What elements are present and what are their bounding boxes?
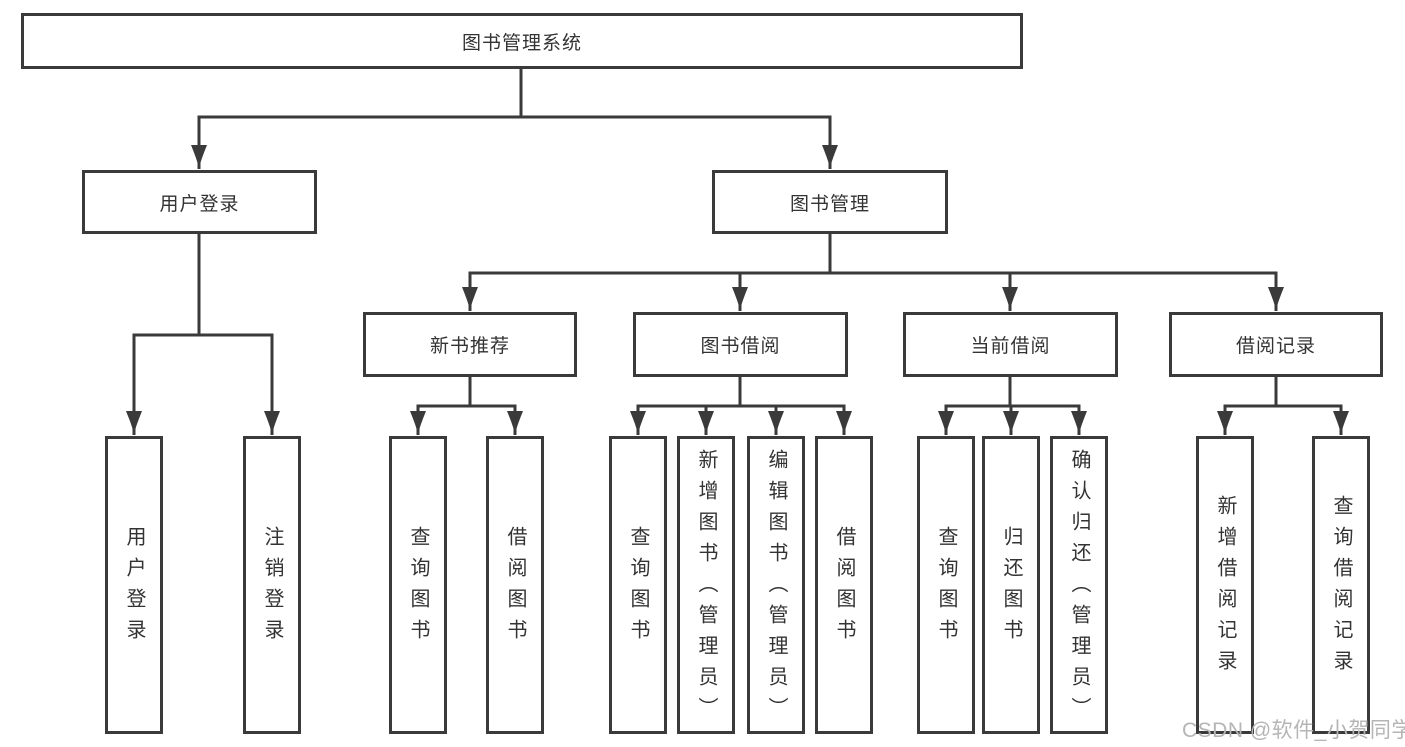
node-label: 图书借阅 bbox=[700, 336, 781, 357]
node-label: 图书管理 bbox=[789, 193, 870, 215]
node-user-login: 用户登录 bbox=[82, 170, 317, 234]
node-label: 当前借阅 bbox=[970, 336, 1051, 357]
connector-book-borrow bbox=[630, 377, 852, 435]
node-borrow-records: 借阅记录 bbox=[1169, 312, 1383, 377]
leaf-query-borrow-record: 查询借阅记录 bbox=[1312, 436, 1370, 734]
leaf-query-books-borrow: 查询图书 bbox=[609, 436, 667, 734]
leaf-logout: 注销登录 bbox=[243, 436, 301, 734]
node-label: 新书推荐 bbox=[429, 336, 510, 357]
node-label: 图书管理系统 bbox=[461, 32, 582, 54]
leaf-return-books: 归还图书 bbox=[982, 436, 1040, 734]
leaf-confirm-return-admin: 确认归还（管理员） bbox=[1050, 436, 1108, 734]
node-book-management: 图书管理 bbox=[712, 170, 948, 234]
node-new-book-recommend: 新书推荐 bbox=[363, 312, 577, 377]
connector-new-books bbox=[410, 377, 523, 435]
leaf-user-login: 用户登录 bbox=[105, 436, 163, 734]
node-current-borrow: 当前借阅 bbox=[903, 312, 1118, 377]
leaf-query-books-current: 查询图书 bbox=[917, 436, 975, 734]
connector-user-login bbox=[126, 234, 280, 435]
node-system-root: 图书管理系统 bbox=[21, 13, 1023, 69]
leaf-borrow-books-recommend: 借阅图书 bbox=[486, 436, 544, 734]
leaf-borrow-books: 借阅图书 bbox=[815, 436, 873, 734]
node-book-borrow: 图书借阅 bbox=[633, 312, 848, 377]
node-label: 用户登录 bbox=[159, 193, 240, 215]
leaf-add-books-admin: 新增图书（管理员） bbox=[677, 436, 735, 734]
connector-root bbox=[191, 69, 838, 169]
connector-current-borrow bbox=[938, 377, 1087, 435]
connector-borrow-records bbox=[1217, 377, 1349, 435]
leaf-query-books-recommend: 查询图书 bbox=[389, 436, 447, 734]
node-label: 借阅记录 bbox=[1235, 336, 1316, 357]
connector-book-mgmt bbox=[462, 234, 1284, 311]
csdn-watermark: CSDN @软件_小贺同学 bbox=[1182, 719, 1405, 742]
leaf-add-borrow-record: 新增借阅记录 bbox=[1196, 436, 1254, 734]
leaf-edit-books-admin: 编辑图书（管理员） bbox=[747, 436, 805, 734]
